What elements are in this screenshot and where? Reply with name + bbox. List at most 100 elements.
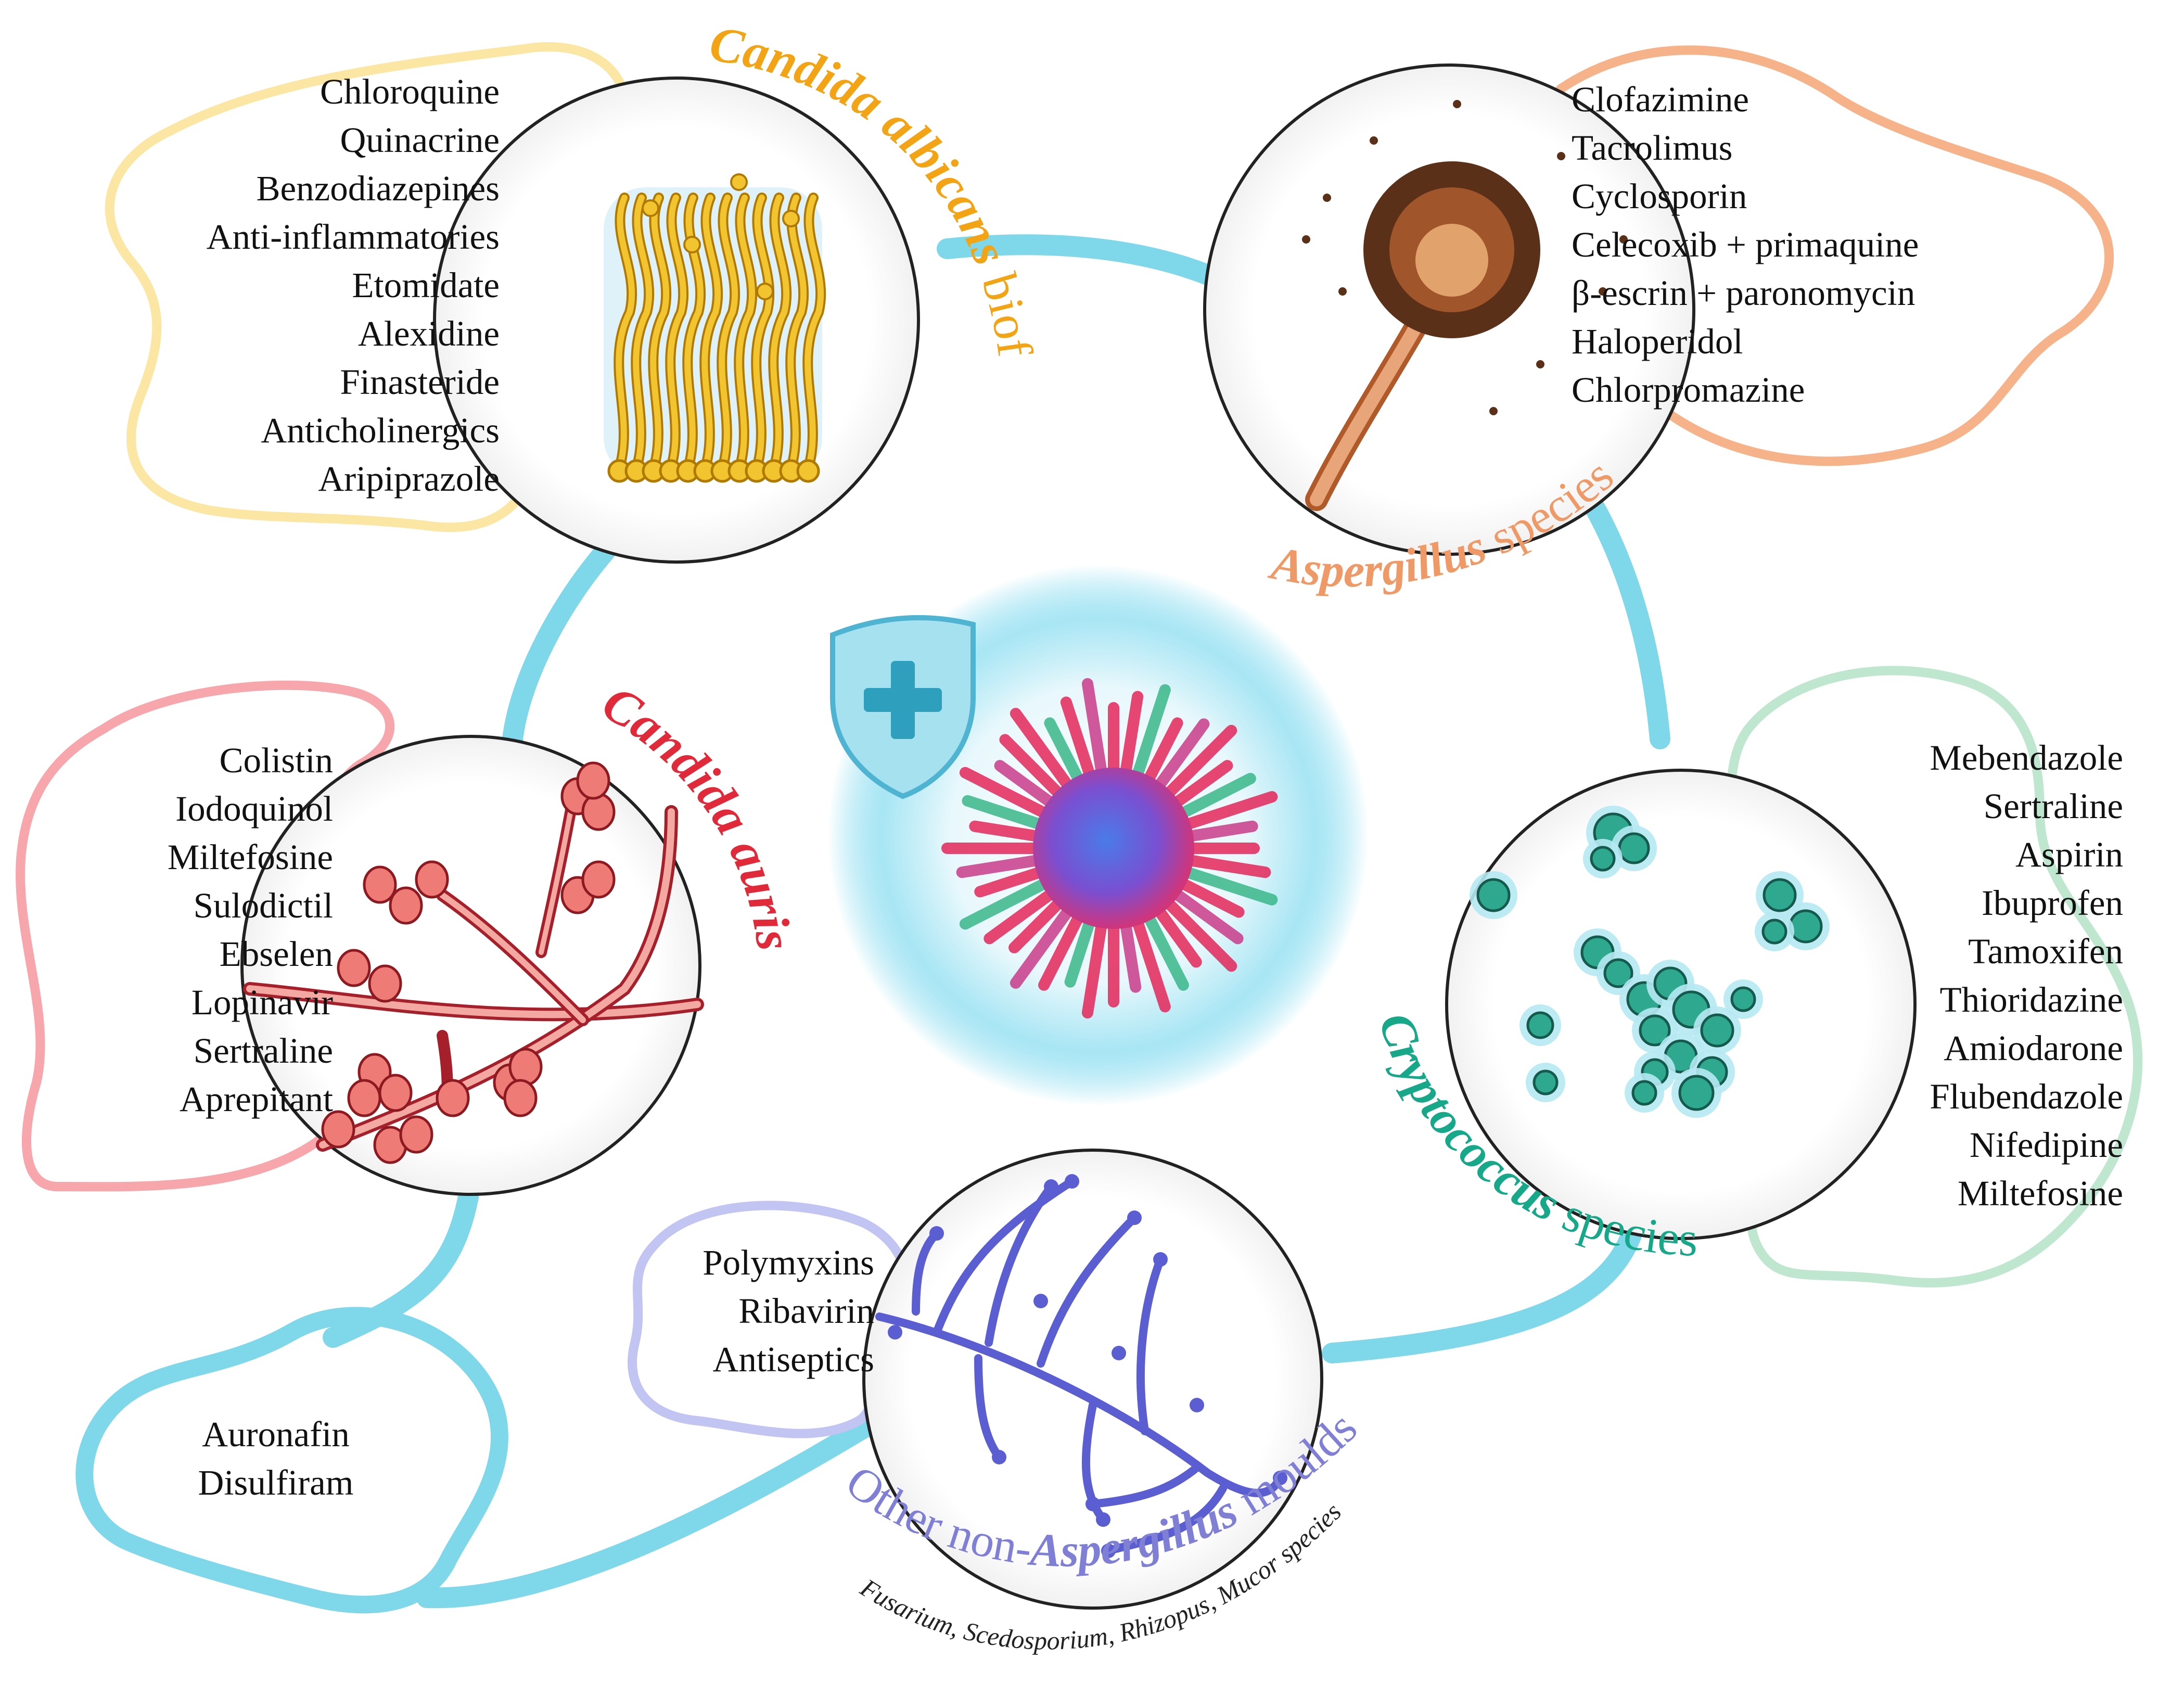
virus-spike <box>1172 773 1256 821</box>
drug-item: Anti-inflammatories <box>206 217 500 257</box>
drug-item: Quinacrine <box>340 120 500 160</box>
drug-item: Aspirin <box>2015 835 2123 874</box>
non-aspergillus-dish <box>862 1149 1323 1610</box>
branching-hyphae-icon <box>875 1177 1284 1555</box>
yeast-cell <box>363 865 397 904</box>
hypha-strand <box>787 195 807 471</box>
candida-auris-drug-blob <box>16 680 395 1192</box>
virus-spike <box>1177 791 1278 832</box>
hypha-strand <box>701 195 721 471</box>
hyphal-tip <box>888 1325 902 1340</box>
drug-item: Flubendazole <box>1930 1077 2123 1116</box>
virus-spike <box>999 734 1068 803</box>
yeast-cell <box>337 949 371 987</box>
hyphal-tip <box>1127 1210 1142 1225</box>
spore <box>1489 407 1498 415</box>
yeast-cell <box>415 860 449 899</box>
virus-spike <box>1167 885 1244 945</box>
spore-icon <box>1302 100 1628 415</box>
virus-spike <box>1038 907 1087 991</box>
drug-item: Auronafin <box>202 1414 350 1454</box>
drug-item: Ribavirin <box>738 1291 874 1331</box>
drug-item: Disulfiram <box>198 1463 354 1502</box>
yeast-cell <box>683 236 701 253</box>
yeast-cell <box>378 1074 413 1112</box>
hypha-strand <box>719 195 738 471</box>
virus-spike <box>962 795 1050 832</box>
yeast-cell <box>756 283 774 300</box>
virus-spike <box>1141 907 1189 991</box>
drug-item: Antiseptics <box>712 1340 874 1379</box>
hypha-strand <box>616 195 635 471</box>
yeast-cell <box>581 793 616 831</box>
hyphal-tip <box>1096 1512 1110 1527</box>
drug-item: Lopinavir <box>191 983 333 1022</box>
drug-item: Iodoquinol <box>175 789 333 828</box>
drug-item: Aripiprazole <box>318 459 500 499</box>
virus-spike <box>959 767 1055 821</box>
yeast-cell <box>642 199 659 217</box>
hyphal-tip <box>1101 1544 1116 1558</box>
yeast-cell <box>503 1079 538 1117</box>
drug-item: Chloroquine <box>320 72 500 111</box>
encapsulated-yeast-icon <box>1470 806 1830 1118</box>
virus-spike <box>1177 865 1278 906</box>
spore <box>1370 136 1378 145</box>
virus-spike <box>1151 718 1210 795</box>
drug-item: Alexidine <box>357 314 500 353</box>
virus-spike <box>974 865 1050 898</box>
virus-spike <box>1010 901 1077 989</box>
drug-item: Ibuprofen <box>1981 883 2123 923</box>
spore <box>1557 152 1565 160</box>
yeast-cell <box>1639 1014 1671 1047</box>
yeast-cell <box>1526 1011 1554 1039</box>
drug-item: Cyclosporin <box>1572 176 1747 216</box>
yeast-cell <box>1678 1075 1715 1111</box>
drug-item: Anticholinergics <box>261 411 500 450</box>
hyphal-tip <box>1033 1294 1048 1308</box>
aspergillus-dish <box>1203 63 1695 556</box>
yeast-cell <box>321 1110 355 1149</box>
virus-spike <box>1081 678 1108 782</box>
drug-item: Haloperidol <box>1572 322 1743 361</box>
yeast-cell <box>730 173 748 191</box>
yeast-cell <box>1700 1013 1734 1048</box>
drug-item: Thioridazine <box>1939 980 2123 1019</box>
virus-spike <box>1141 717 1183 789</box>
yeast-cell <box>1603 958 1633 988</box>
yeast-cell <box>796 459 820 483</box>
hypha-strand <box>804 195 824 471</box>
virus-spike <box>1172 875 1245 918</box>
virus-spike <box>1151 901 1202 968</box>
virus-icon <box>941 678 1278 1019</box>
virus-spike <box>1119 914 1142 993</box>
hypha-strand <box>633 195 653 471</box>
drug-item: Benzodiazepines <box>256 169 500 208</box>
drug-item: Chlorpromazine <box>1572 370 1805 410</box>
candida-albicans-dish <box>433 77 920 564</box>
hyphal-tip <box>1044 1179 1058 1194</box>
drug-item: β-escrin + paronomycin <box>1572 273 1915 313</box>
candida-auris-dish <box>240 735 704 1196</box>
hyphal-tip <box>1065 1174 1079 1189</box>
drug-item: Tamoxifen <box>1968 932 2123 971</box>
virus-spike <box>959 875 1055 930</box>
hypha-strand <box>684 195 704 471</box>
hyphal-tip <box>1190 1398 1204 1412</box>
yeast-cell <box>1761 919 1787 945</box>
hyphal-tip <box>929 1226 944 1241</box>
drug-item: Aprepitant <box>179 1079 333 1119</box>
cryptococcus-dish <box>1445 769 1917 1240</box>
virus-spike <box>1044 717 1087 789</box>
yeast-cell <box>508 1048 543 1086</box>
spore <box>1619 235 1628 244</box>
yeast-cell <box>1533 1069 1559 1095</box>
drug-item: Colistin <box>219 741 333 780</box>
spore <box>1323 194 1331 202</box>
drug-item: Ebselen <box>219 934 333 974</box>
yeast-cell <box>1590 846 1616 872</box>
conidiophore-icon <box>1302 100 1628 511</box>
